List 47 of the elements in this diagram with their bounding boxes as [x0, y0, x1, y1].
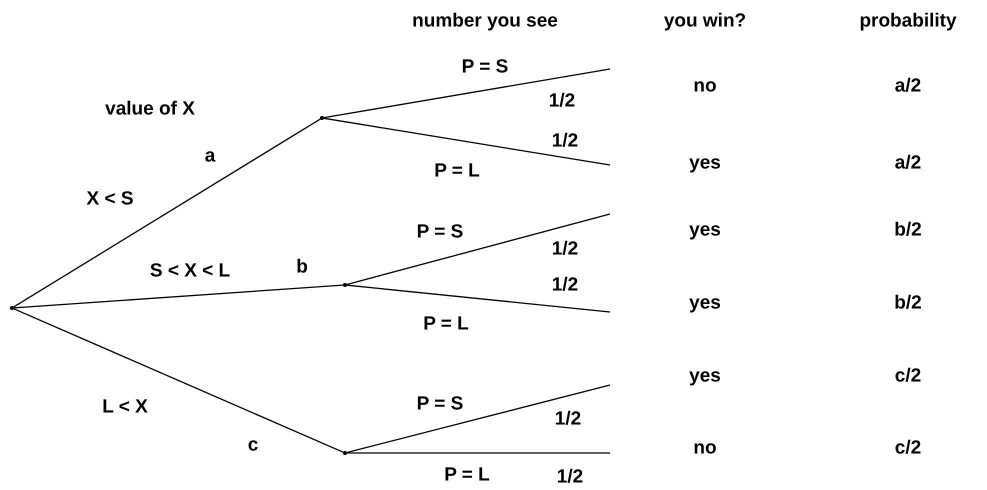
junction-dot [343, 283, 347, 287]
probability-value: b/2 [894, 294, 922, 314]
branch-line [14, 308, 344, 453]
edge-label: P = S [416, 394, 464, 416]
branch-line [14, 284, 344, 308]
edge-label: P = L [434, 162, 480, 182]
outcome-text: yes [689, 154, 721, 174]
probability-value: c/2 [894, 366, 922, 388]
edge-label: S < X < L [150, 262, 230, 282]
column-heading: value of X [105, 100, 195, 120]
branch-probability: 1/2 [554, 410, 582, 430]
column-heading: you win? [664, 12, 746, 32]
edge-label: L < X [102, 398, 148, 418]
junction-dot [10, 306, 14, 310]
branch-probability: 1/2 [552, 132, 578, 152]
junction-dot [343, 451, 347, 455]
edge-label: P = S [462, 58, 508, 78]
edge-label: X < S [86, 190, 134, 210]
branch-line [347, 452, 610, 454]
column-heading: probability [859, 12, 957, 32]
outcome-text: no [693, 76, 717, 98]
outcome-text: no [693, 438, 717, 460]
edge-label: P = L [444, 466, 490, 486]
junction-dot [320, 116, 324, 120]
branch-probability: b [296, 258, 308, 278]
probability-value: c/2 [894, 438, 922, 460]
probability-value: b/2 [894, 220, 922, 242]
branch-line [346, 384, 610, 454]
branch-probability: 1/2 [548, 92, 576, 112]
edge-label: P = S [416, 222, 464, 244]
branch-probability: 1/2 [552, 240, 578, 260]
branch-line [13, 118, 321, 308]
branch-probability: c [248, 436, 258, 456]
branch-line [346, 213, 610, 286]
probability-value: a/2 [894, 154, 922, 174]
column-heading: number you see [412, 12, 558, 32]
branch-probability: a [204, 146, 216, 168]
edge-label: P = L [423, 314, 469, 336]
probability-value: a/2 [894, 76, 922, 98]
outcome-text: yes [689, 294, 721, 314]
branch-line [324, 68, 610, 118]
branch-line [324, 118, 610, 166]
branch-probability: 1/2 [552, 276, 578, 296]
branch-line [346, 284, 610, 313]
outcome-text: yes [689, 366, 721, 388]
outcome-text: yes [689, 220, 721, 242]
branch-probability: 1/2 [556, 468, 584, 488]
